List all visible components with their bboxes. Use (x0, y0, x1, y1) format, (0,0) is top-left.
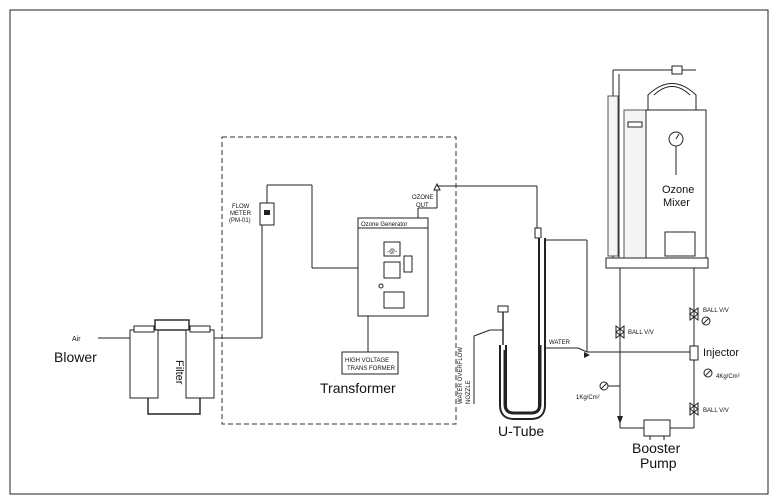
ball-valve-bottom-label: BALL V/V (703, 408, 729, 414)
injector (689, 345, 699, 361)
ozone-out-label-2: OUT (416, 203, 429, 209)
hv-label-1: HIGH VOLTAGE (345, 358, 389, 364)
flow-meter (259, 184, 358, 338)
ozone-mixer-label-2: Mixer (663, 197, 690, 209)
u-tube (473, 227, 690, 420)
svg-text:-@-: -@- (387, 249, 397, 255)
u-tube-label: U-Tube (498, 423, 544, 439)
ball-valve-top (689, 307, 699, 321)
water-label: WATER (549, 340, 571, 346)
injector-label: Injector (703, 347, 739, 359)
outer-frame (9, 9, 769, 495)
ozone-mixer (605, 65, 709, 429)
booster-pump (643, 419, 671, 440)
generator-enclosure (221, 136, 457, 425)
air-label: Air (72, 336, 81, 343)
pressure-left-label: 1Kg/Cm² (576, 395, 600, 401)
transformer-label: Transformer (320, 380, 396, 396)
ozone-mixer-label-1: Ozone (662, 184, 694, 196)
filter-assembly (98, 319, 262, 415)
hv-transformer-box (341, 351, 399, 375)
overflow-label-1: WATER OVERFLOW (458, 347, 464, 404)
filter-label: Filter (173, 360, 185, 385)
flow-meter-label-3: (PM-01) (229, 218, 251, 224)
ball-valve-top-label: BALL V/V (703, 308, 729, 314)
booster-label-2: Pump (640, 455, 677, 471)
blower-label: Blower (54, 349, 97, 365)
ball-valve-left (615, 325, 625, 339)
overflow-label-2: NOZZLE (466, 380, 472, 404)
ozone-generator-label: Ozone Generator (361, 222, 407, 228)
ball-valve-left-label: BALL V/V (628, 330, 654, 336)
ozone-out-label-1: OZONE (412, 195, 433, 201)
ball-valve-bottom (689, 402, 699, 416)
flow-meter-label-2: METER (230, 211, 252, 217)
pressure-right-label: 4Kg/Cm² (716, 374, 740, 380)
booster-label-1: Booster (632, 440, 681, 456)
flow-meter-label-1: FLOW (232, 204, 250, 210)
hv-label-2: TRANS FORMER (347, 366, 396, 372)
ozone-generator: -@- (357, 182, 538, 352)
